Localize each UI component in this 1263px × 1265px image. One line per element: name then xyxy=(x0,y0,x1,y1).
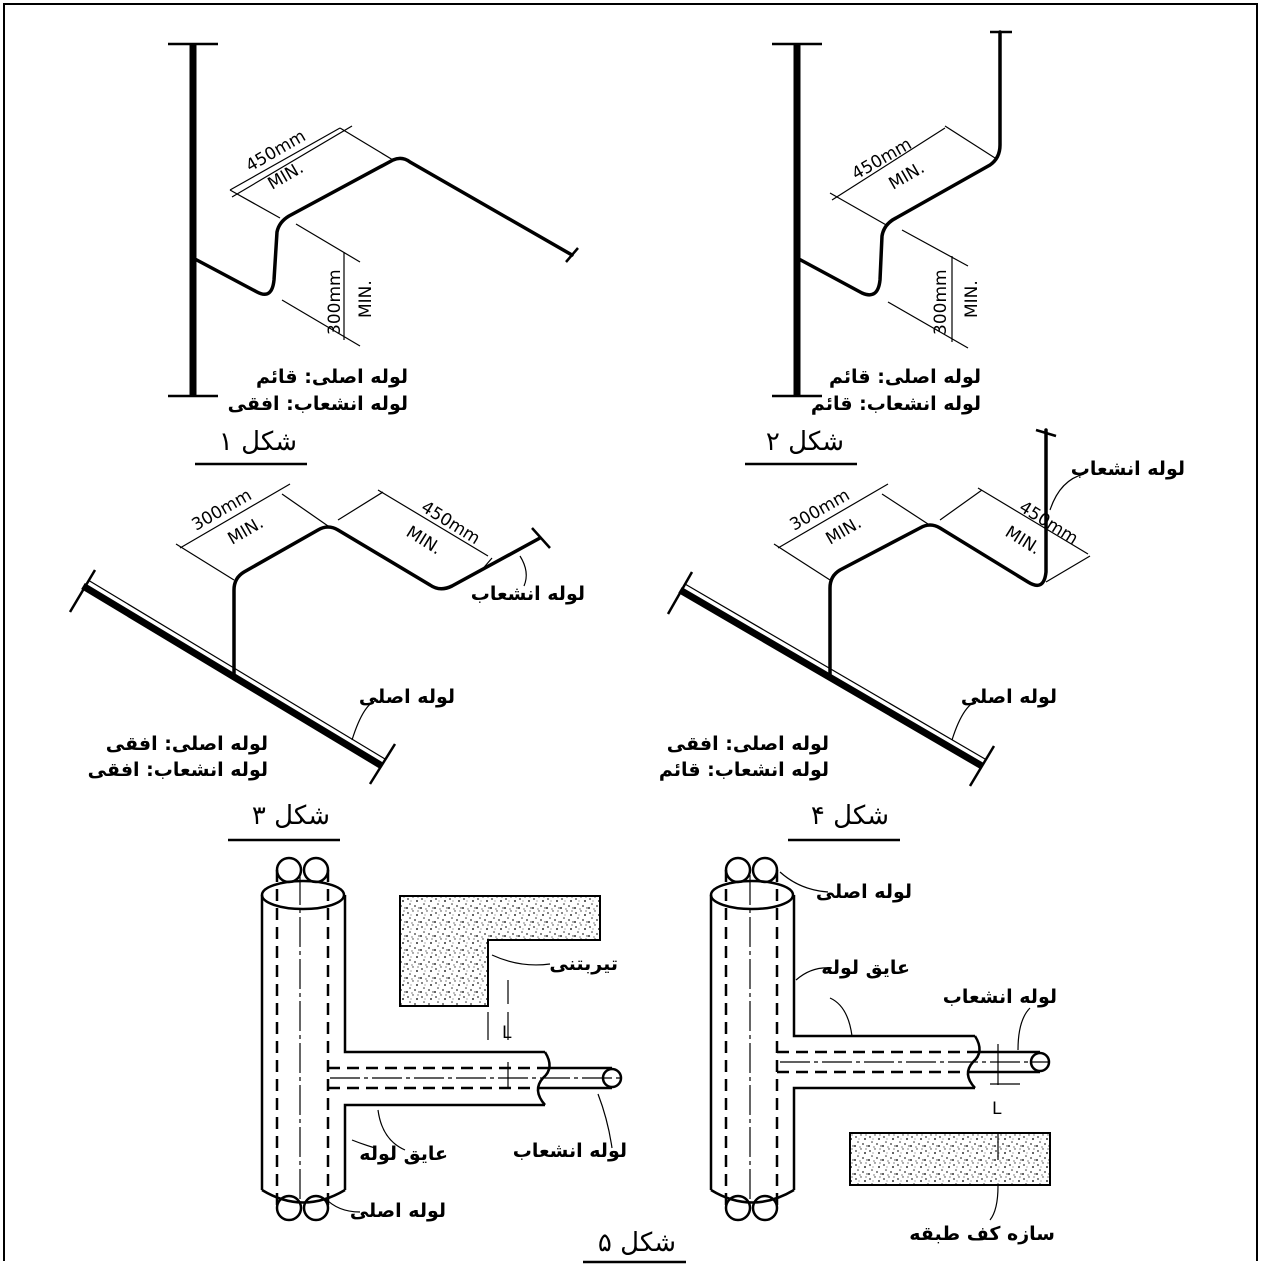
fig3-branch-label: لوله انشعاب xyxy=(471,583,585,605)
branch-pipe xyxy=(191,156,574,296)
floor-label: سازه کف طبقه xyxy=(909,1223,1055,1245)
branch-label: لوله انشعاب xyxy=(943,986,1057,1008)
insulation-label: عایق لوله xyxy=(821,957,910,979)
fig4-caption: شکل ۴ xyxy=(811,801,889,831)
fig4-branch-label: لوله انشعاب xyxy=(1071,458,1185,480)
figure-5-left: L تیربتنی لوله انشعاب عایق لوله لوله اصل… xyxy=(260,856,627,1222)
figure-4: 300mm MIN. 450mm MIN. لوله انشعاب لوله ا… xyxy=(659,428,1185,842)
fig4-label-branch: لوله انشعاب: قائم xyxy=(659,759,829,781)
branch-pipe xyxy=(232,525,542,680)
fig3-label-branch: لوله انشعاب: افقی xyxy=(88,759,268,781)
fig1-label-branch: لوله انشعاب: افقی xyxy=(228,393,408,415)
branch-pipe xyxy=(828,428,1048,680)
fig4-label-main: لوله اصلی: افقی xyxy=(667,733,829,755)
concrete-beam xyxy=(399,895,601,1007)
figure-3: 300mm MIN. 450mm MIN. لوله انشعاب لوله ا… xyxy=(68,483,585,842)
drawing-frame xyxy=(3,3,1258,1261)
dim-min: MIN. xyxy=(356,280,376,318)
fig2-label-branch: لوله انشعاب: قائم xyxy=(811,393,981,415)
fig2-caption: شکل ۲ xyxy=(766,427,844,457)
dim-L: L xyxy=(992,1099,1002,1119)
fig5-caption: شکل ۵ xyxy=(598,1228,676,1258)
dim-L: L xyxy=(502,1023,512,1043)
fig2-label-main: لوله اصلی: قائم xyxy=(829,366,981,388)
beam-label: تیربتنی xyxy=(549,953,618,975)
insulation-label: عایق لوله xyxy=(359,1143,448,1165)
dim-min: MIN. xyxy=(402,522,445,559)
fig3-caption: شکل ۳ xyxy=(252,801,330,831)
branch-pipe xyxy=(795,30,1002,297)
figure-5-right: L لوله اصلی عایق لوله لوله انشعاب سازه ک… xyxy=(709,856,1057,1245)
floor-slab xyxy=(849,1132,1051,1186)
fig3-label-main: لوله اصلی: افقی xyxy=(106,733,268,755)
dim-300: 300mm xyxy=(931,269,951,335)
fig1-caption: شکل ۱ xyxy=(219,427,297,457)
fig4-main-label: لوله اصلی xyxy=(961,686,1057,708)
branch-label: لوله انشعاب xyxy=(513,1140,627,1162)
fig1-label-main: لوله اصلی: قائم xyxy=(256,366,408,388)
figure-1: 450mm MIN. 300mm MIN. لوله اصلی: قائم لو… xyxy=(168,42,579,466)
figure-2: 450mm MIN. 300mm MIN. لوله اصلی: قائم لو… xyxy=(745,30,1012,466)
main-label: لوله اصلی xyxy=(816,881,912,903)
fig3-main-label: لوله اصلی xyxy=(359,686,455,708)
dim-min: MIN. xyxy=(962,280,982,318)
dim-300: 300mm xyxy=(325,269,345,335)
main-label: لوله اصلی xyxy=(350,1200,446,1222)
